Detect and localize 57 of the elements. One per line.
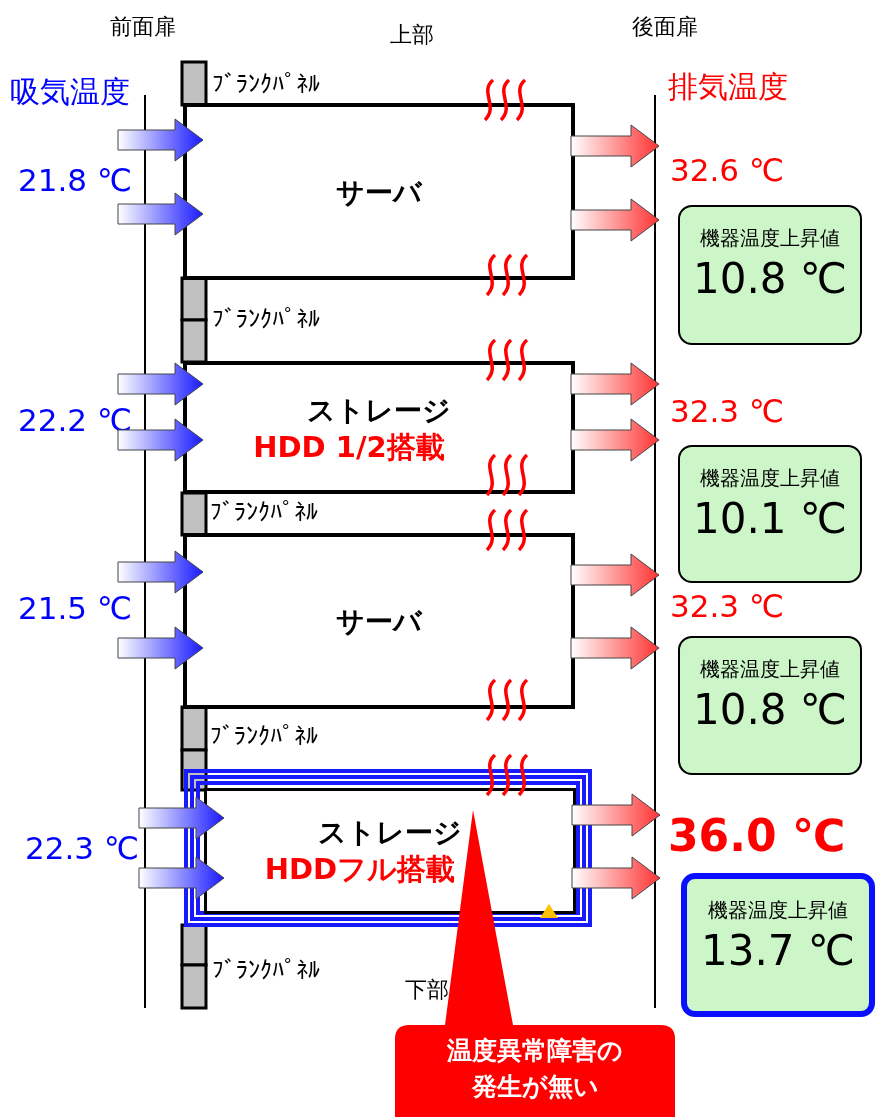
- device-box: [183, 103, 575, 280]
- blank-panel-label: ﾌﾞﾗﾝｸﾊﾟﾈﾙ: [212, 305, 320, 333]
- intake-arrow: [117, 362, 204, 406]
- rise-caption: 機器温度上昇値: [699, 465, 841, 492]
- blank-panel-label: ﾌﾞﾗﾝｸﾊﾟﾈﾙ: [212, 956, 320, 984]
- position-label: 上部: [390, 21, 434, 49]
- intake-arrow: [117, 192, 204, 236]
- rise-value-box: [681, 873, 875, 1017]
- rise-value: 10.1 ℃: [691, 494, 848, 543]
- exhaust-arrow: [570, 553, 660, 597]
- intake-arrow: [117, 418, 204, 462]
- exhaust-arrow: [570, 362, 660, 406]
- exhaust-temp: 32.6 ℃: [670, 152, 784, 188]
- position-label: 下部: [405, 976, 449, 1004]
- rise-value-box: [678, 205, 862, 345]
- intake-arrow: [138, 796, 225, 840]
- intake-arrow: [117, 626, 204, 670]
- blank-panel-label: ﾌﾞﾗﾝｸﾊﾟﾈﾙ: [212, 70, 320, 98]
- device-label: ストレージ: [317, 815, 463, 851]
- callout-text: 温度異常障害の発生が無い: [446, 1035, 624, 1103]
- intake-arrow: [117, 550, 204, 594]
- door-label: 前面扉: [110, 13, 176, 41]
- hdd-label: HDD 1/2搭載: [252, 428, 446, 466]
- intake-temp: 21.5 ℃: [18, 590, 132, 626]
- exhaust-arrow: [571, 793, 661, 837]
- rise-value: 13.7 ℃: [699, 926, 856, 975]
- exhaust-arrow: [571, 856, 661, 900]
- exhaust-arrow: [570, 124, 660, 168]
- intake-temp: 21.8 ℃: [18, 162, 132, 198]
- device-label: ストレージ: [306, 392, 452, 429]
- exhaust-arrow: [570, 418, 660, 462]
- device-box: [204, 788, 576, 914]
- intake-heading: 吸気温度: [10, 73, 130, 111]
- exhaust-arrow: [570, 626, 660, 670]
- intake-arrow: [117, 118, 204, 162]
- blank-panel-label: ﾌﾞﾗﾝｸﾊﾟﾈﾙ: [210, 722, 318, 750]
- exhaust-temp: 32.3 ℃: [670, 588, 784, 624]
- rise-value: 10.8 ℃: [691, 685, 848, 734]
- hdd-label: HDDフル搭載: [263, 851, 457, 888]
- exhaust-temp: 32.3 ℃: [670, 393, 784, 429]
- rise-caption: 機器温度上昇値: [699, 656, 841, 683]
- rise-caption: 機器温度上昇値: [707, 897, 849, 924]
- rise-caption: 機器温度上昇値: [699, 225, 841, 252]
- device-box: [183, 361, 575, 494]
- device-label: サーバ: [335, 604, 424, 640]
- rise-value-box: [678, 636, 862, 775]
- exhaust-temp: 36.0 ℃: [668, 810, 846, 861]
- blank-panel-label: ﾌﾞﾗﾝｸﾊﾟﾈﾙ: [210, 498, 318, 526]
- intake-temp: 22.3 ℃: [25, 830, 139, 866]
- device-box: [183, 533, 575, 709]
- exhaust-arrow: [570, 198, 660, 242]
- device-label: サーバ: [335, 174, 424, 211]
- exhaust-heading: 排気温度: [668, 68, 788, 106]
- intake-arrow: [138, 856, 225, 900]
- rise-value: 10.8 ℃: [691, 254, 848, 303]
- door-label: 後面扉: [632, 13, 698, 41]
- rise-value-box: [678, 445, 862, 583]
